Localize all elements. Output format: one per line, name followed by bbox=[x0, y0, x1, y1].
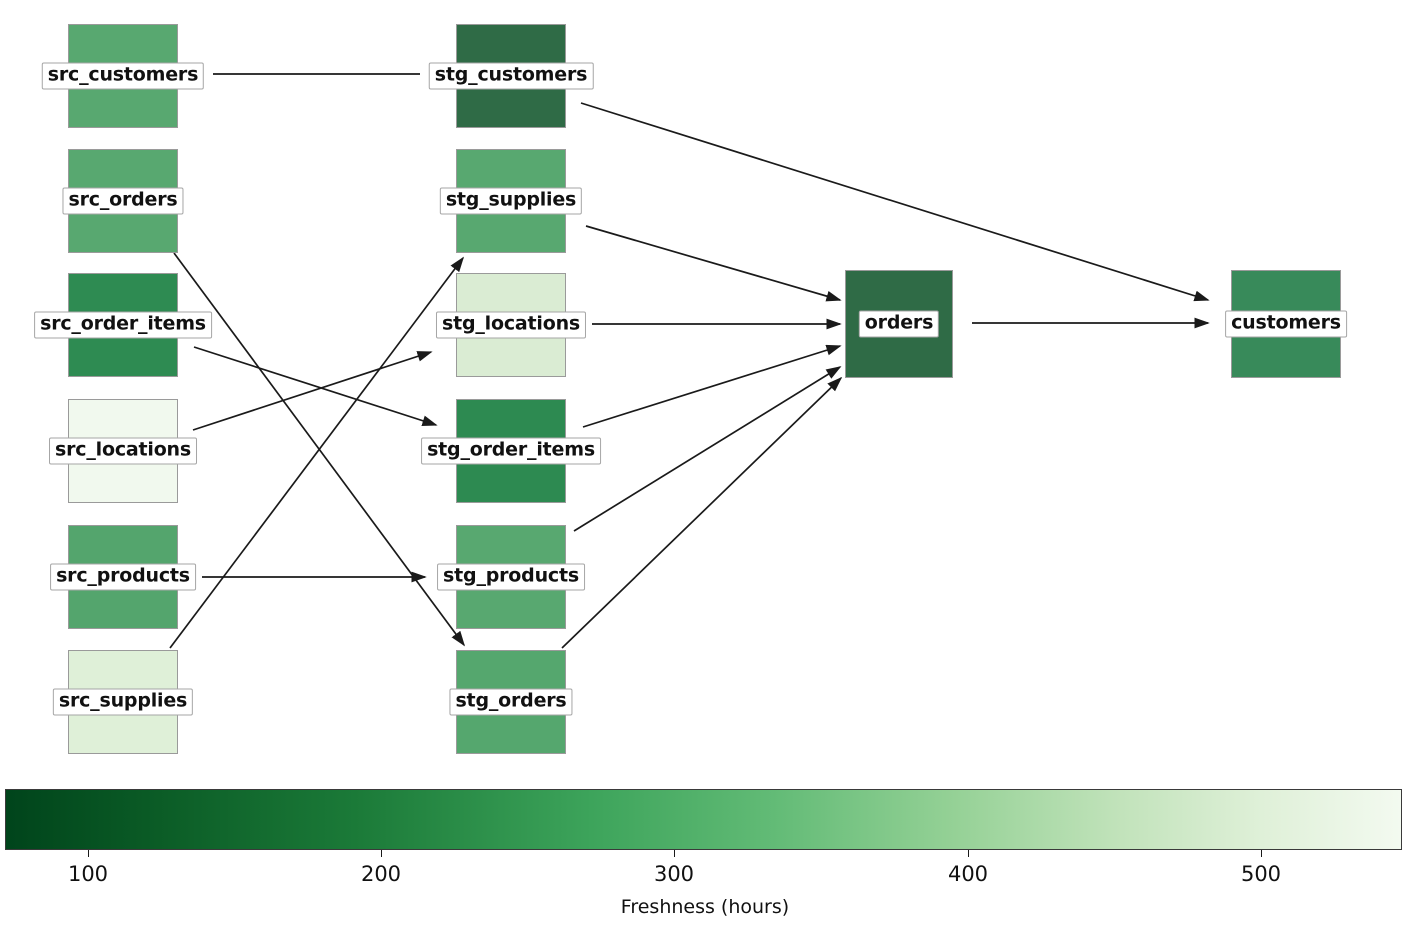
edge-src_order_items-to-stg_order_items bbox=[193, 346, 438, 427]
node-label-orders: orders bbox=[858, 310, 940, 338]
colorbar-tick-label-400: 400 bbox=[947, 862, 989, 886]
edge-stg_products-to-orders bbox=[573, 366, 842, 532]
node-label-src_order_items: src_order_items bbox=[34, 311, 212, 339]
edge-stg_supplies-to-orders bbox=[585, 225, 842, 302]
edge-stg_order_items-to-orders bbox=[582, 344, 842, 428]
node-label-src_locations: src_locations bbox=[49, 437, 197, 465]
colorbar-axis-label: Freshness (hours) bbox=[620, 896, 790, 918]
colorbar-tick-300 bbox=[674, 850, 675, 857]
colorbar-tick-label-100: 100 bbox=[67, 862, 109, 886]
colorbar-tick-200 bbox=[381, 850, 382, 857]
node-label-stg_supplies: stg_supplies bbox=[439, 187, 583, 215]
node-label-src_products: src_products bbox=[50, 563, 196, 591]
colorbar-tick-label-200: 200 bbox=[360, 862, 402, 886]
node-label-customers: customers bbox=[1225, 310, 1347, 338]
node-label-stg_order_items: stg_order_items bbox=[421, 437, 601, 465]
edge-stg_customers-to-customers bbox=[580, 102, 1210, 302]
colorbar-tick-label-500: 500 bbox=[1240, 862, 1282, 886]
colorbar-tick-400 bbox=[968, 850, 969, 857]
colorbar-gradient bbox=[5, 789, 1402, 850]
node-label-stg_customers: stg_customers bbox=[428, 62, 594, 90]
node-label-src_supplies: src_supplies bbox=[52, 688, 194, 716]
node-label-stg_locations: stg_locations bbox=[435, 311, 587, 339]
colorbar-tick-label-300: 300 bbox=[653, 862, 695, 886]
node-label-src_customers: src_customers bbox=[41, 62, 205, 90]
edge-stg_orders-to-orders bbox=[561, 376, 843, 649]
node-label-src_orders: src_orders bbox=[62, 187, 184, 215]
node-label-stg_products: stg_products bbox=[437, 563, 585, 591]
colorbar-tick-500 bbox=[1261, 850, 1262, 857]
edge-src_locations-to-stg_locations bbox=[192, 351, 433, 431]
colorbar bbox=[5, 789, 1402, 850]
edge-src_supplies-to-stg_supplies bbox=[169, 256, 465, 649]
node-label-stg_orders: stg_orders bbox=[449, 688, 573, 716]
colorbar-tick-100 bbox=[88, 850, 89, 857]
